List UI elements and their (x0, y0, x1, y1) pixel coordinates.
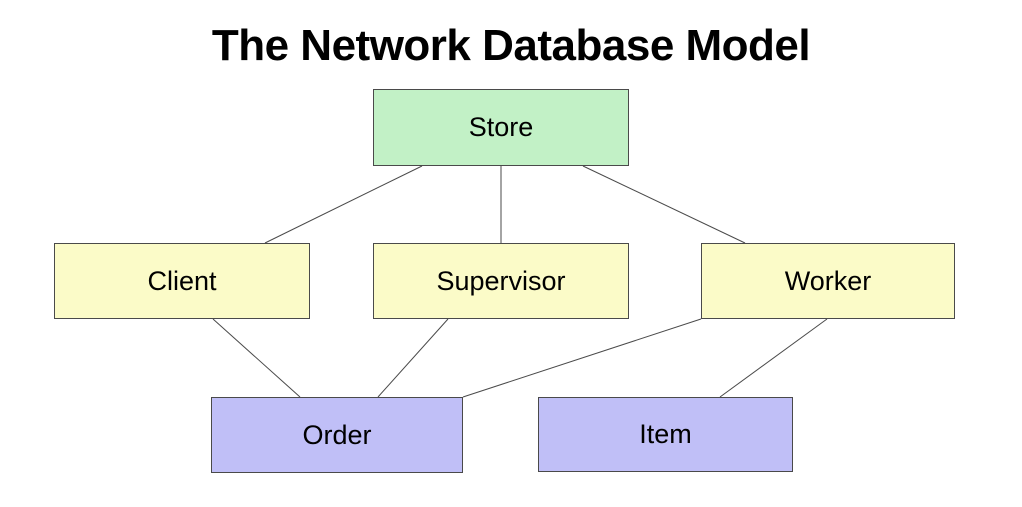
node-item: Item (538, 397, 793, 472)
edge-supervisor-order (377, 318, 449, 398)
node-worker-label: Worker (784, 265, 872, 296)
node-order-label: Order (302, 419, 372, 450)
node-supervisor: Supervisor (373, 243, 629, 319)
node-supervisor-label: Supervisor (436, 265, 566, 296)
edge-worker-item (719, 318, 828, 398)
node-client: Client (54, 243, 310, 319)
node-client-label: Client (147, 265, 217, 296)
node-order: Order (211, 397, 463, 473)
node-item-label: Item (639, 419, 692, 449)
diagram-title: The Network Database Model (211, 21, 811, 70)
node-store: Store (373, 89, 629, 166)
node-worker: Worker (701, 243, 955, 319)
edge-worker-order (462, 318, 702, 398)
edge-store-worker (582, 165, 746, 244)
edge-store-client (264, 165, 423, 244)
node-store-label: Store (468, 112, 534, 142)
edge-client-order (212, 318, 301, 398)
